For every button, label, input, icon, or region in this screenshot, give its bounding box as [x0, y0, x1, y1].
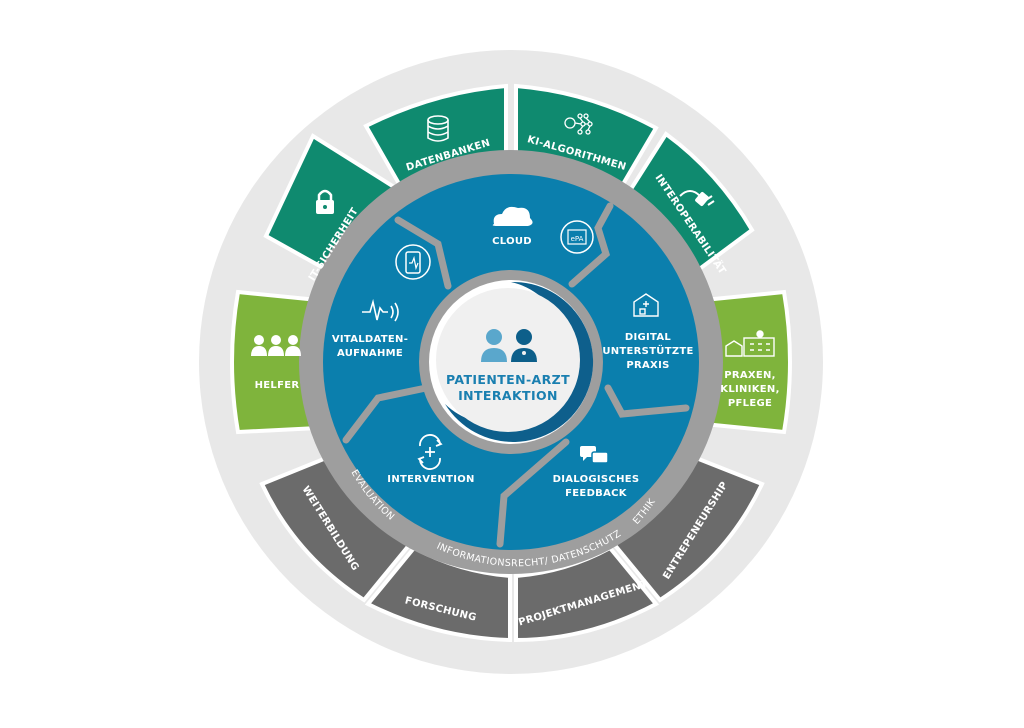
lock-icon	[316, 189, 334, 214]
segment-dialog[interactable]: DIALOGISCHES FEEDBACK	[553, 446, 640, 499]
helfer-label: HELFER	[255, 380, 300, 391]
dialog-line1: DIALOGISCHES	[553, 474, 640, 485]
epa-label: ePA	[571, 235, 584, 243]
database-icon	[427, 115, 449, 142]
vital-line1: VITALDATEN-	[332, 334, 408, 345]
segment-digital[interactable]: DIGITAL UNTERSTÜTZTE PRAXIS	[602, 293, 693, 371]
tile-projektmanagement[interactable]	[514, 545, 660, 643]
segment-cloud[interactable]: CLOUD ePA	[492, 206, 594, 254]
dialog-line2: FEEDBACK	[565, 488, 628, 499]
chat-bubbles-icon	[580, 446, 609, 464]
epa-badge	[560, 220, 594, 254]
segment-dividers	[342, 202, 690, 548]
segment-intervention[interactable]: INTERVENTION	[387, 434, 474, 485]
center-hub[interactable]: PATIENTEN-ARZT INTERAKTION	[419, 270, 603, 454]
buildings-icon	[725, 330, 775, 357]
network-icon	[564, 113, 593, 135]
center-line2: INTERAKTION	[458, 388, 558, 403]
digital-line2: UNTERSTÜTZTE	[602, 343, 693, 357]
digital-line1: DIGITAL	[625, 332, 672, 343]
smartphone-icon	[395, 244, 431, 280]
praxen-line1: PRAXEN,	[724, 370, 776, 381]
cloud-icon	[492, 206, 533, 226]
cloud-label: CLOUD	[492, 236, 532, 247]
praxen-line3: PFLEGE	[728, 398, 772, 409]
praxen-line2: KLINIKEN,	[720, 384, 779, 395]
patient-doctor-icon	[481, 329, 537, 362]
digital-practice-icon	[633, 293, 659, 317]
cycle-plus-icon	[417, 434, 443, 470]
people-icon	[251, 335, 301, 356]
intervention-label: INTERVENTION	[387, 474, 474, 485]
digital-line3: PRAXIS	[626, 360, 669, 371]
heartbeat-icon	[362, 298, 399, 322]
segment-vital[interactable]: VITALDATEN- AUFNAHME	[332, 244, 431, 359]
lime-tiles	[230, 289, 792, 435]
plug-icon	[679, 190, 715, 206]
vital-line2: AUFNAHME	[337, 348, 403, 359]
center-line1: PATIENTEN-ARZT	[446, 372, 570, 387]
